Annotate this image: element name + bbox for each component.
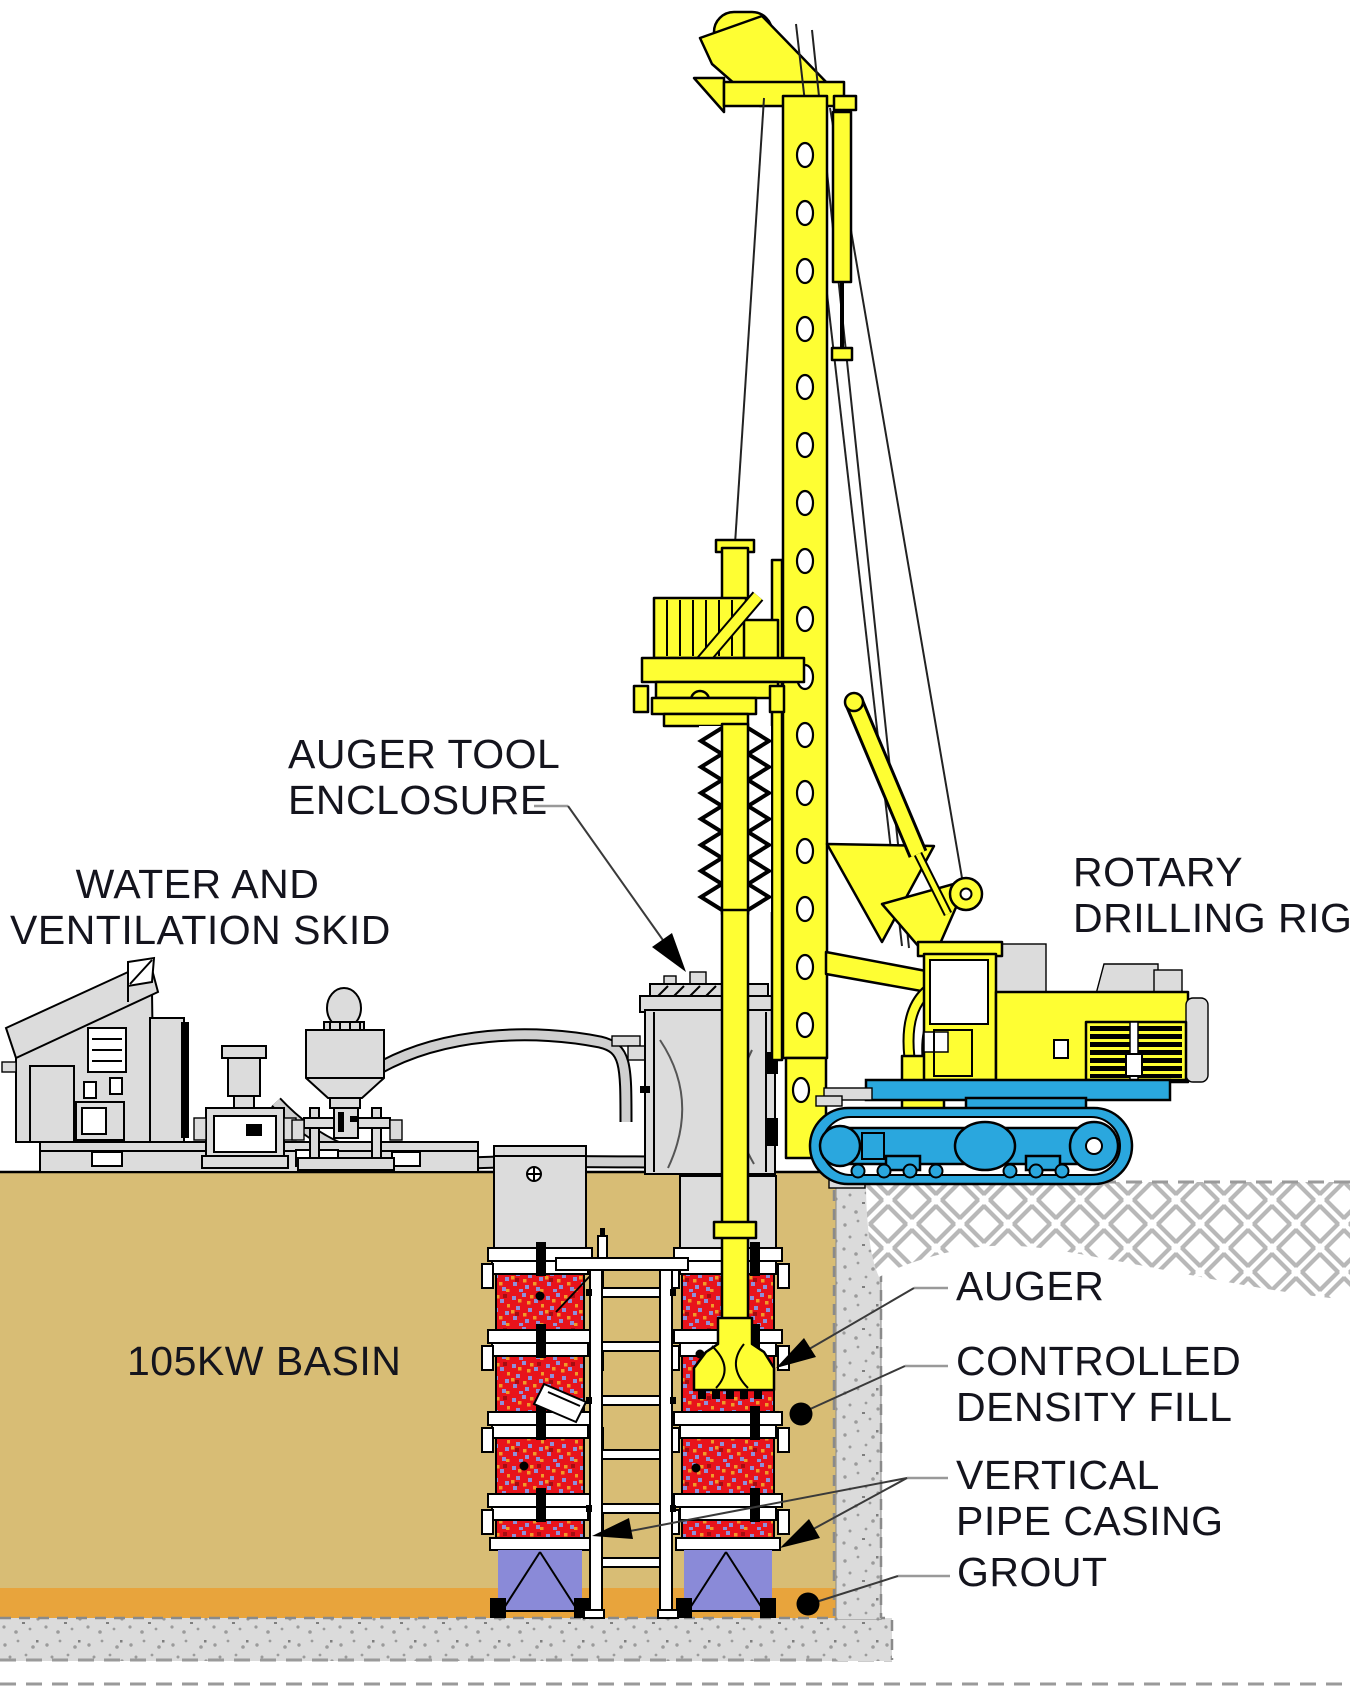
auger-tool-enclosure — [639, 971, 781, 1175]
label-auger: AUGER — [956, 1263, 1104, 1309]
auger-kelly — [692, 722, 776, 1399]
water-ventilation-skid — [1, 956, 479, 1173]
label-line: AUGER — [956, 1263, 1105, 1309]
label-line: VENTILATION SKID — [10, 907, 391, 953]
label-auger-tool-enclosure: AUGER TOOL ENCLOSURE — [288, 731, 560, 823]
arrow-vertical-pipe-casing-right — [780, 1519, 820, 1548]
label-line: DENSITY FILL — [956, 1384, 1233, 1430]
label-line: ROTARY — [1073, 849, 1244, 895]
label-rotary-drilling-rig: ROTARY DRILLING RIG — [1073, 849, 1350, 941]
left-pipe-casing — [481, 1145, 604, 1618]
label-line: DRILLING RIG — [1073, 895, 1350, 941]
existing-ground-hatch — [866, 1180, 1350, 1300]
drill-mast — [692, 10, 963, 1175]
arrow-auger — [776, 1338, 816, 1368]
label-line: WATER AND — [75, 861, 320, 907]
dot-controlled-density-fill — [789, 1402, 813, 1426]
label-grout: GROUT — [957, 1549, 1108, 1595]
scaffold — [532, 1228, 689, 1619]
label-basin: 105KW BASIN — [127, 1338, 401, 1384]
dot-grout — [796, 1592, 820, 1616]
label-line: PIPE CASING — [956, 1498, 1224, 1544]
label-vertical-pipe-casing: VERTICAL PIPE CASING — [956, 1452, 1224, 1544]
crawler-tracks — [808, 1078, 1172, 1186]
rotary-drilling-rig — [808, 691, 1209, 1186]
label-line: 105KW BASIN — [127, 1338, 402, 1384]
arrow-enclosure — [652, 933, 686, 972]
label-line: ENCLOSURE — [288, 777, 548, 823]
label-line: AUGER TOOL — [288, 731, 561, 777]
label-line: CONTROLLED — [956, 1338, 1242, 1384]
label-controlled-density-fill: CONTROLLED DENSITY FILL — [956, 1338, 1241, 1430]
label-water-ventilation-skid: WATER AND VENTILATION SKID — [10, 861, 391, 953]
auger-bit — [692, 1316, 776, 1399]
label-line: VERTICAL — [956, 1452, 1160, 1498]
rotary-drive-head — [632, 538, 806, 728]
callout-leaders — [534, 804, 950, 1616]
skid-shed — [1, 956, 189, 1143]
arrow-vertical-pipe-casing-left — [592, 1518, 633, 1539]
skid-hopper — [291, 987, 403, 1171]
skid-pump — [193, 1045, 297, 1169]
label-line: GROUT — [957, 1549, 1108, 1595]
